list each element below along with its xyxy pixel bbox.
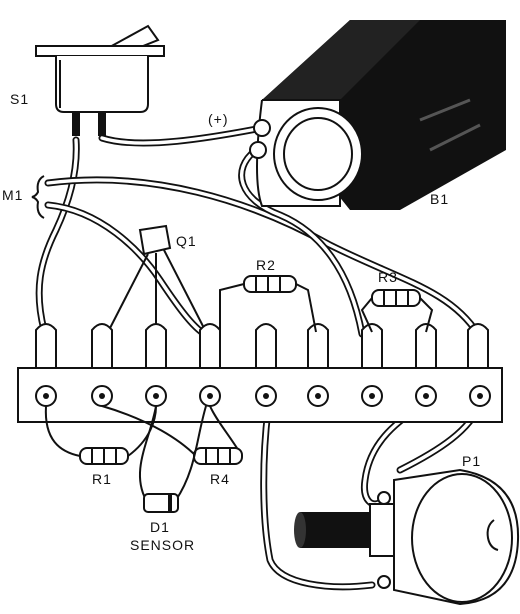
switch-terminal-left <box>72 112 80 136</box>
wire-strip-to-p1-lower <box>260 406 376 591</box>
resistor-r2 <box>219 275 317 333</box>
strip-lugs <box>35 385 491 407</box>
label-d1: D1 <box>150 519 170 535</box>
label-p1: P1 <box>462 453 481 469</box>
potentiometer-p1 <box>294 468 520 606</box>
battery-minus-terminal <box>249 141 267 159</box>
label-r4: R4 <box>210 471 230 487</box>
pot-shaft <box>300 512 370 548</box>
resistor-r4 <box>101 405 243 465</box>
diode-d1-sensor <box>138 405 207 513</box>
switch-terminal-right <box>98 112 106 136</box>
label-r2: R2 <box>256 257 276 273</box>
battery-b1 <box>249 20 506 210</box>
m1-bracket <box>31 175 45 219</box>
terminal-strip <box>17 323 503 423</box>
strip-tabs <box>35 323 489 369</box>
label-b1: B1 <box>430 191 449 207</box>
wire-s1-to-strip <box>35 136 80 334</box>
transistor-q1 <box>107 224 207 333</box>
switch-s1 <box>35 24 165 136</box>
label-s1: S1 <box>10 91 29 107</box>
resistor-r3 <box>360 289 434 333</box>
label-plus: (+) <box>208 111 229 127</box>
label-q1: Q1 <box>176 233 197 249</box>
label-r3: R3 <box>378 269 398 285</box>
battery-plus-terminal <box>253 119 271 137</box>
label-r1: R1 <box>92 471 112 487</box>
label-sensor: SENSOR <box>130 537 195 553</box>
label-m1: M1 <box>2 187 23 203</box>
